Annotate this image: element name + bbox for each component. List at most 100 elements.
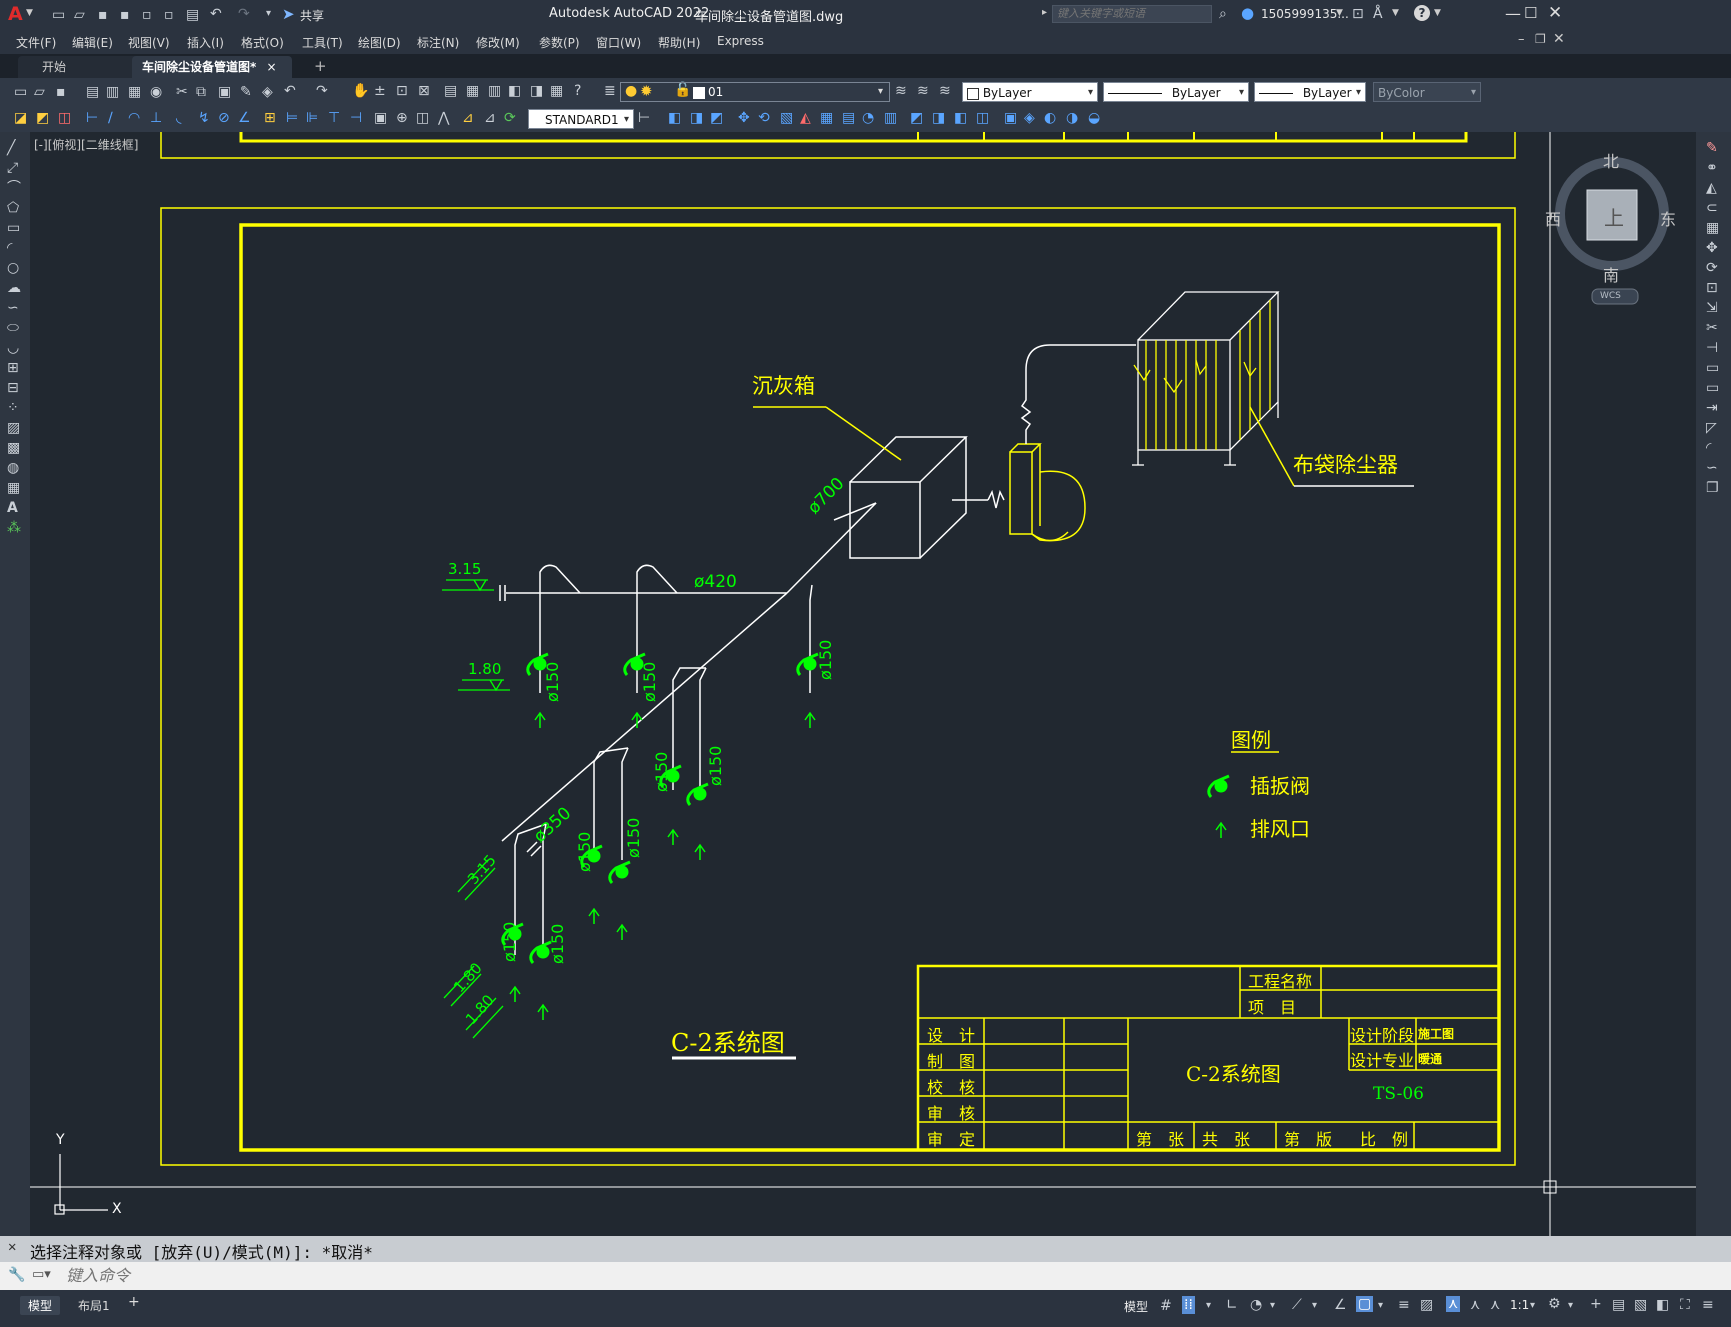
tb2-icon-2[interactable]: ◩ [36,110,50,126]
point-icon[interactable]: ⁘ [7,400,19,416]
command-input[interactable] [64,1265,1708,1289]
maximize-icon[interactable]: ☐ [1524,4,1538,22]
menu-draw[interactable]: 绘图(D) [358,36,401,50]
new-tab-icon[interactable]: + [314,57,327,75]
solid-subtract-icon[interactable]: ◨ [690,110,704,126]
align-3d-icon[interactable]: ▧ [780,110,794,126]
trim-icon[interactable]: ✂ [1706,320,1718,336]
viewcube-top-face[interactable]: 上 [1604,206,1624,230]
viewcube-south[interactable]: 南 [1603,266,1620,285]
lineweight-dropdown[interactable]: ByLayer ▾ [1254,82,1366,102]
help-icon[interactable]: ? [1414,5,1430,21]
snap-icon[interactable]: ⁞⁞ [1182,1296,1195,1314]
dimstyle-manager-icon[interactable]: ⊢ [638,110,651,126]
calculator-icon[interactable]: ▦ [550,83,564,99]
array-3d-icon[interactable]: ▦ [820,110,834,126]
menu-tools[interactable]: 工具(T) [302,36,343,50]
open-file-icon[interactable]: ▱ [74,7,85,23]
make-block-icon[interactable]: ⊟ [7,380,19,396]
command-wrench-icon[interactable]: 🔧 [8,1267,26,1283]
array-icon[interactable]: ▦ [1706,220,1720,236]
polar-caret-icon[interactable]: ▾ [1270,1300,1276,1311]
drawing-canvas[interactable]: [-][俯视][二维线框] [30,132,1696,1236]
doc-close-icon[interactable]: ✕ [1553,31,1565,47]
tab-layout1[interactable]: 布局1 [78,1299,110,1313]
dim-jogged-icon[interactable]: ↯ [198,110,210,126]
center-mark-icon[interactable]: ⊕ [396,110,408,126]
save-icon[interactable]: ▪ [98,7,108,23]
model-space-button[interactable]: 模型 [1124,1300,1149,1314]
tab-model[interactable]: 模型 [20,1296,61,1315]
shell-icon[interactable]: ◨ [932,110,946,126]
snap-caret-icon[interactable]: ▾ [1206,1300,1212,1311]
properties-icon[interactable]: ▤ [444,83,458,99]
redo-icon-2[interactable]: ↷ [316,83,328,99]
dim-linear-icon[interactable]: ⊢ [86,110,99,126]
materials-icon[interactable]: ◑ [1066,110,1079,126]
transparency-icon[interactable]: ▨ [1420,1297,1434,1313]
customization-icon[interactable]: ≡ [1702,1297,1714,1313]
units-icon[interactable]: ▤ [1612,1297,1626,1313]
copy-object-icon[interactable]: ⚭ [1706,160,1718,176]
dim-ordinate-icon[interactable]: ⊥ [150,110,163,126]
menu-insert[interactable]: 插入(I) [187,36,224,50]
publish-icon[interactable]: ▦ [128,84,142,100]
rotate-icon[interactable]: ⟳ [1706,260,1718,276]
undo-icon[interactable]: ↶ [210,6,222,22]
wcs-button[interactable]: WCS [1600,291,1621,301]
tab-start[interactable]: 开始 [18,56,148,78]
3d-print-icon[interactable]: ◉ [150,84,163,100]
dim-update-icon[interactable]: ⟳ [504,110,516,126]
layer-dropdown[interactable] [620,82,890,102]
menu-window[interactable]: 窗口(W) [596,36,642,50]
rotate-3d-icon[interactable]: ⟲ [758,110,770,126]
design-center-icon[interactable]: ▦ [466,83,480,99]
dim-edit-icon[interactable]: ⊿ [462,110,474,126]
menu-express[interactable]: Express [717,34,764,48]
polyline-icon[interactable]: ⌒ [7,180,21,196]
save-web-icon[interactable]: ▫ [164,7,174,23]
annotation-monitor-icon[interactable]: + [1590,1296,1602,1312]
help-caret-icon[interactable]: ▼ [1434,8,1441,18]
command-panel-close-icon[interactable]: ✕ [8,1239,17,1255]
annotation-scale-value[interactable]: 1:1 [1510,1298,1530,1312]
viewport-controls-label[interactable]: [-][俯视][二维线框] [34,138,139,152]
tab-active-drawing[interactable]: 车间除尘设备管道图* × [132,56,292,78]
help-search-input[interactable] [1052,5,1212,23]
hatch-icon[interactable]: ▨ [7,420,21,436]
search-expand-icon[interactable]: ▸ [1042,7,1048,18]
move-icon[interactable]: ✥ [1706,240,1718,256]
line-icon[interactable]: ╱ [7,140,16,156]
dim-angular-icon[interactable]: ∠ [238,110,251,126]
search-icon[interactable]: ⌕ [1219,6,1227,22]
menu-modify[interactable]: 修改(M) [476,36,520,50]
app-menu-caret-icon[interactable]: ▼ [26,8,33,18]
open-icon[interactable]: ▱ [34,84,45,100]
layer-lock-icon[interactable]: 🔓 [674,82,692,98]
dimstyle-dropdown[interactable]: STANDARD1 ▾ [528,109,634,129]
dim-quick-icon[interactable]: ⊞ [264,110,276,126]
customize-qat-icon[interactable]: ▾ [266,8,272,19]
menu-view[interactable]: 视图(V) [128,36,170,50]
menu-file[interactable]: 文件(F) [16,36,57,50]
ellipse-arc-icon[interactable]: ◡ [7,340,20,356]
markup-icon[interactable]: ◨ [530,83,544,99]
spline-icon[interactable]: ∽ [7,300,19,316]
isolate-icon[interactable]: ◧ [1656,1297,1670,1313]
dim-continue-icon[interactable]: ⊫ [306,110,319,126]
user-name[interactable]: 1505999135... [1261,7,1349,21]
undo-icon-2[interactable]: ↶ [284,83,296,99]
tb2-icon-3[interactable]: ◫ [58,110,72,126]
annotation-scale-icon[interactable]: ⋏ [1490,1297,1501,1313]
viewcube-east[interactable]: 东 [1660,210,1677,229]
make-current-icon[interactable]: ≋ [895,83,907,99]
object-snap-tracking-icon[interactable]: ∠ [1334,1297,1347,1313]
print-icon[interactable]: ▤ [86,84,100,100]
stretch-icon[interactable]: ⇲ [1706,300,1718,316]
app-caret-icon[interactable]: ▼ [1392,8,1399,18]
jogged-linear-icon[interactable]: ⋀ [438,110,450,126]
polygon-icon[interactable]: ⬠ [7,200,20,216]
dim-baseline-icon[interactable]: ⊨ [286,110,299,126]
clean-screen-icon[interactable]: ⛶ [1680,1297,1690,1313]
revolve-icon[interactable]: ◔ [862,110,875,126]
